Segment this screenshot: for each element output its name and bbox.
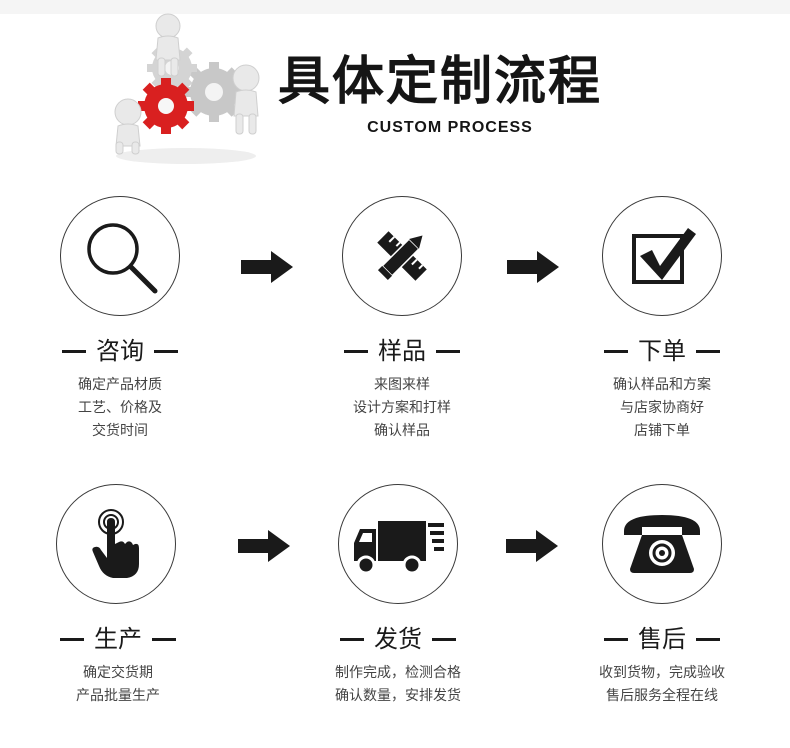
dash-left xyxy=(62,350,86,353)
arrow-right-icon xyxy=(241,251,293,283)
dash-left xyxy=(340,638,364,641)
red-gear-icon xyxy=(138,78,194,134)
step-title: 发货 xyxy=(288,624,508,654)
truck-icon xyxy=(350,509,446,579)
pencil-ruler-icon xyxy=(367,221,437,291)
sample-circle xyxy=(342,196,462,316)
dash-right xyxy=(432,638,456,641)
step-description: 确认样品和方案 与店家协商好 店铺下单 xyxy=(552,374,772,443)
step-title: 咨询 xyxy=(10,336,230,366)
step-description: 制作完成，检测合格 确认数量，安排发货 xyxy=(288,662,508,708)
gears-people-illustration xyxy=(96,8,274,168)
step-description: 来图来样 设计方案和打样 确认样品 xyxy=(292,374,512,443)
arrow-right-icon xyxy=(238,530,290,562)
magnifier-icon xyxy=(75,211,165,301)
step-description: 确定产品材质 工艺、价格及 交货时间 xyxy=(10,374,230,443)
step-title: 样品 xyxy=(292,336,512,366)
step-title: 下单 xyxy=(552,336,772,366)
dash-right xyxy=(696,638,720,641)
step-description: 确定交货期 产品批量生产 xyxy=(8,662,228,708)
step-description: 收到货物，完成验收 售后服务全程在线 xyxy=(552,662,772,708)
dash-right xyxy=(436,350,460,353)
order-circle xyxy=(602,196,722,316)
dash-right xyxy=(152,638,176,641)
checkmark-icon xyxy=(622,216,702,296)
hand-touch-icon xyxy=(81,504,151,584)
arrow-right-icon xyxy=(506,530,558,562)
dash-right xyxy=(696,350,720,353)
after-sales-circle xyxy=(602,484,722,604)
dash-left xyxy=(604,638,628,641)
step-title: 生产 xyxy=(8,624,228,654)
step-title: 售后 xyxy=(552,624,772,654)
telephone-icon xyxy=(618,509,706,579)
shipping-circle xyxy=(338,484,458,604)
dash-left xyxy=(604,350,628,353)
page-subtitle: CUSTOM PROCESS xyxy=(350,119,550,137)
consult-circle xyxy=(60,196,180,316)
production-circle xyxy=(56,484,176,604)
arrow-right-icon xyxy=(507,251,559,283)
dash-right xyxy=(154,350,178,353)
page-title: 具体定制流程 xyxy=(278,50,638,114)
dash-left xyxy=(344,350,368,353)
dash-left xyxy=(60,638,84,641)
